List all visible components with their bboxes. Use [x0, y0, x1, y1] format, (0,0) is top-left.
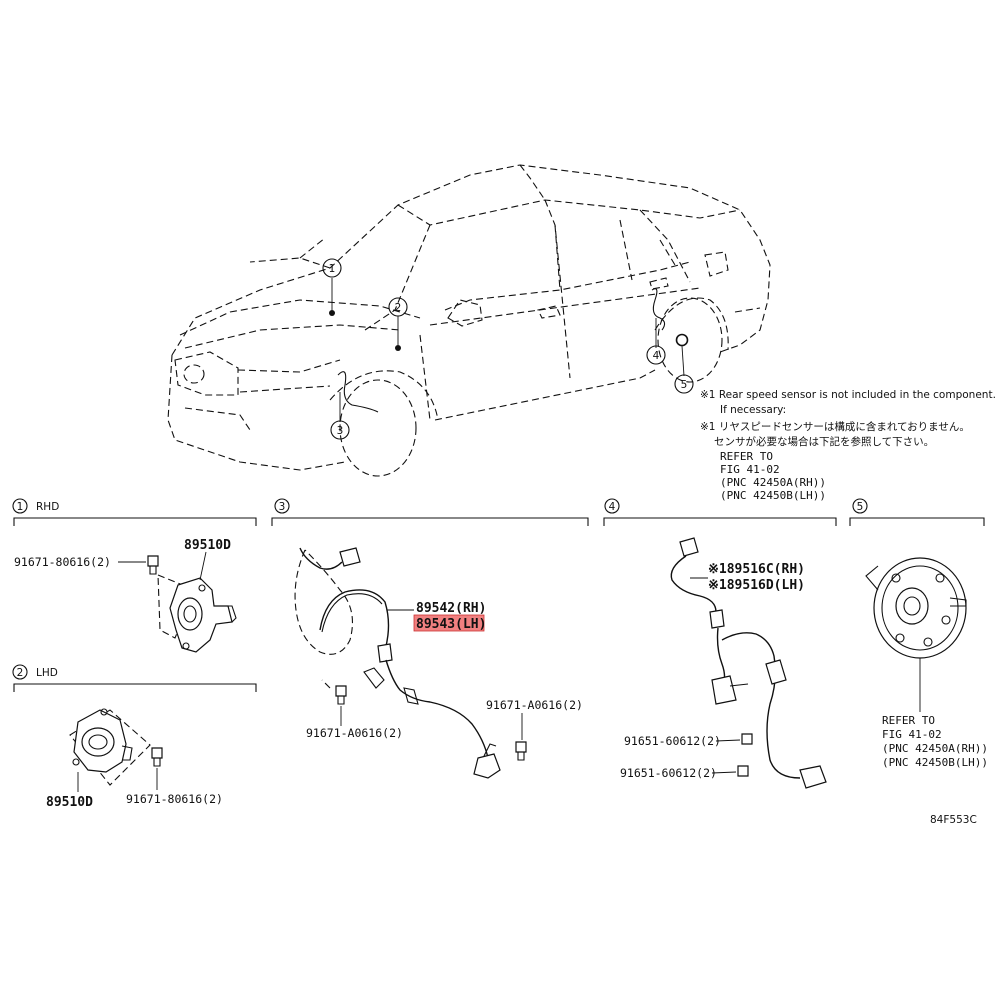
rear-hub-drawing: [865, 557, 967, 712]
hub-ref-3: (PNC 42450A(RH)): [882, 742, 988, 755]
svg-text:If necessary:: If necessary:: [720, 404, 786, 416]
front-bolt-2-label: 91671-A0616(2): [486, 698, 583, 712]
svg-text:1: 1: [329, 263, 336, 275]
callout-3: 3: [330, 420, 350, 440]
svg-text:※1 Rear speed sensor is not in: ※1 Rear speed sensor is not included in …: [700, 389, 996, 401]
rhd-bolt-label: 91671-80616(2): [14, 555, 111, 569]
section-5-header: 5: [849, 498, 985, 526]
svg-text:1: 1: [17, 501, 24, 513]
callout-5: 5: [674, 374, 694, 394]
callout-4: 4: [646, 345, 666, 365]
svg-text:FIG 41-02: FIG 41-02: [720, 463, 780, 476]
svg-text:4: 4: [653, 350, 660, 362]
rhd-sensor-label: 89510D: [184, 538, 231, 553]
svg-text:5: 5: [857, 501, 864, 513]
svg-text:2: 2: [17, 667, 24, 679]
hub-ref-1: REFER TO: [882, 714, 935, 727]
lhd-sensor-drawing: [69, 708, 163, 792]
lhd-sensor-label: 89510D: [46, 795, 93, 810]
svg-text:RHD: RHD: [36, 501, 59, 513]
rear-rh-label: ※189516C(RH): [708, 562, 805, 577]
figure-id: 84F553C: [930, 814, 977, 826]
front-rh-label: 89542(RH): [416, 601, 486, 616]
section-1-header: 1 RHD: [12, 498, 257, 526]
svg-text:LHD: LHD: [36, 667, 58, 679]
rear-lh-label: ※189516D(LH): [708, 578, 805, 593]
svg-text:5: 5: [681, 379, 688, 391]
section-4-header: 4: [603, 498, 837, 526]
rhd-sensor-drawing: [118, 551, 237, 653]
hub-ref-2: FIG 41-02: [882, 728, 942, 741]
svg-text:3: 3: [337, 425, 344, 437]
hub-ref-4: (PNC 42450B(LH)): [882, 756, 988, 769]
lhd-bolt-label: 91671-80616(2): [126, 792, 223, 806]
callout-2: 2: [388, 297, 408, 317]
rear-sensor-note: ※1 Rear speed sensor is not included in …: [700, 389, 996, 502]
car-illustration: [167, 164, 771, 477]
rear-sensor-drawing: [670, 537, 827, 789]
svg-text:3: 3: [279, 501, 286, 513]
front-bolt-1-label: 91671-A0616(2): [306, 726, 403, 740]
section-2-header: 2 LHD: [12, 664, 257, 692]
svg-text:(PNC 42450A(RH)): (PNC 42450A(RH)): [720, 476, 826, 489]
svg-text:(PNC 42450B(LH)): (PNC 42450B(LH)): [720, 489, 826, 502]
front-sensor-drawing: [294, 547, 527, 779]
svg-text:2: 2: [395, 302, 402, 314]
rear-bolt-1-label: 91651-60612(2): [624, 734, 721, 748]
svg-text:REFER TO: REFER TO: [720, 450, 773, 463]
svg-text:4: 4: [609, 501, 616, 513]
svg-text:※1 リヤスピードセンサーは構成に含まれておりません。: ※1 リヤスピードセンサーは構成に含まれておりません。: [700, 420, 970, 433]
section-3-header: 3: [271, 498, 589, 526]
rear-bolt-2-label: 91651-60612(2): [620, 766, 717, 780]
front-lh-highlight: [413, 614, 485, 632]
svg-text:センサが必要な場合は下記を参照して下さい。: センサが必要な場合は下記を参照して下さい。: [714, 435, 934, 448]
front-lh-label: 89543(LH): [416, 617, 486, 632]
callout-1: 1: [322, 258, 342, 278]
